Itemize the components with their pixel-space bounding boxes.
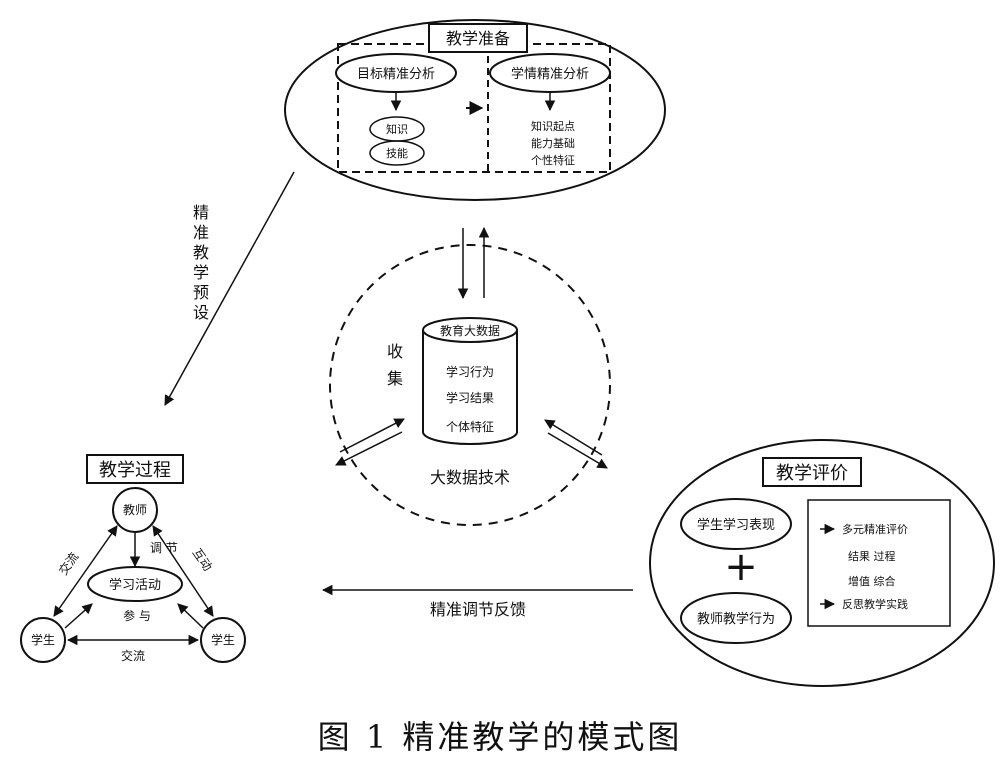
result-process-label: 结果 过程 bbox=[848, 550, 896, 563]
database-item-result: 学习结果 bbox=[446, 390, 494, 405]
student-left-activity-arrow bbox=[64, 603, 93, 629]
student-performance-ellipse bbox=[680, 498, 792, 550]
teaching-process-section: 教学过程 教师 调 节 学习活动 参 与 学生 学生 交流 互动 交流 bbox=[20, 454, 246, 663]
data-to-process-arrow bbox=[335, 431, 403, 466]
interact-label: 互动 bbox=[190, 546, 215, 574]
collect-label-1: 收 bbox=[387, 342, 403, 361]
value-added-label: 增值 综合 bbox=[848, 574, 896, 588]
skill-label: 技能 bbox=[386, 146, 408, 160]
process-title-box bbox=[86, 454, 184, 484]
data-to-evaluation-arrow bbox=[547, 432, 608, 469]
teacher-student-left-arrow bbox=[53, 525, 118, 617]
process-to-data-arrow bbox=[339, 418, 405, 453]
feedback-label: 精准调节反馈 bbox=[430, 600, 526, 619]
teaching-evaluation-section: 教学评价 学生学习表现 + 教师教学行为 多元精准评价 结果 过程 增值 综合 … bbox=[649, 439, 995, 687]
multi-eval-label: 多元精准评价 bbox=[842, 522, 908, 536]
student-right-circle bbox=[200, 617, 246, 663]
student-performance-label: 学生学习表现 bbox=[697, 517, 775, 533]
evaluation-to-data-arrow bbox=[544, 419, 603, 456]
big-data-tech-label: 大数据技术 bbox=[430, 468, 510, 487]
database-title: 教育大数据 bbox=[440, 323, 500, 338]
svg-text:设: 设 bbox=[193, 303, 209, 322]
database-item-individual: 个体特征 bbox=[446, 419, 494, 434]
svg-text:教: 教 bbox=[193, 243, 209, 262]
learner-item-start-point: 知识起点 bbox=[531, 119, 575, 133]
student-left-label: 学生 bbox=[31, 632, 55, 647]
teacher-behavior-ellipse bbox=[680, 592, 792, 644]
svg-text:学: 学 bbox=[193, 263, 209, 282]
exchange-label: 交流 bbox=[121, 648, 145, 663]
figure-caption: 图 1 精准教学的模式图 bbox=[318, 718, 683, 756]
goal-analysis-ellipse bbox=[335, 53, 457, 93]
skill-ellipse bbox=[369, 140, 425, 166]
svg-text:预: 预 bbox=[193, 283, 209, 302]
learner-item-ability: 能力基础 bbox=[531, 136, 575, 150]
preparation-title-box bbox=[428, 23, 528, 53]
database-cylinder bbox=[422, 317, 518, 445]
preparation-title: 教学准备 bbox=[446, 29, 510, 48]
learner-analysis-label: 学情精准分析 bbox=[511, 66, 589, 82]
learner-item-personality: 个性特征 bbox=[531, 153, 575, 167]
evaluation-title: 教学评价 bbox=[776, 463, 848, 484]
svg-text:准: 准 bbox=[193, 223, 209, 242]
preset-arrow-label: 精 准 教 学 预 设 bbox=[193, 203, 209, 322]
guide-label: 交流 bbox=[55, 549, 81, 577]
svg-text:精: 精 bbox=[193, 203, 209, 222]
teaching-preparation-section: 教学准备 目标精准分析 知识 技能 学情精准分析 知识起点 能力基础 个性特征 bbox=[284, 19, 666, 201]
preparation-ellipse bbox=[284, 19, 666, 201]
learner-analysis-ellipse bbox=[489, 53, 611, 93]
teacher-student-right-arrow bbox=[152, 525, 214, 617]
student-right-label: 学生 bbox=[211, 632, 235, 647]
teacher-label: 教师 bbox=[123, 502, 147, 517]
student-right-activity-arrow bbox=[177, 603, 204, 629]
evaluation-ellipse bbox=[649, 439, 995, 687]
evaluation-title-box bbox=[762, 457, 862, 487]
collect-label-2: 集 bbox=[387, 369, 403, 388]
reflect-label: 反思教学实践 bbox=[842, 597, 908, 611]
plus-sign: + bbox=[724, 544, 758, 590]
activity-label: 学习活动 bbox=[109, 577, 161, 593]
database-item-behavior: 学习行为 bbox=[446, 364, 494, 379]
process-title: 教学过程 bbox=[99, 460, 171, 481]
participate-label: 参 与 bbox=[123, 608, 151, 623]
teacher-behavior-label: 教师教学行为 bbox=[697, 611, 775, 627]
knowledge-label: 知识 bbox=[386, 122, 408, 136]
big-data-dashed-circle bbox=[329, 244, 611, 526]
preset-arrow bbox=[164, 171, 295, 406]
student-left-circle bbox=[20, 617, 66, 663]
goal-analysis-label: 目标精准分析 bbox=[357, 67, 435, 82]
big-data-section: 教育大数据 学习行为 学习结果 个体特征 收 集 大数据技术 bbox=[329, 244, 611, 526]
